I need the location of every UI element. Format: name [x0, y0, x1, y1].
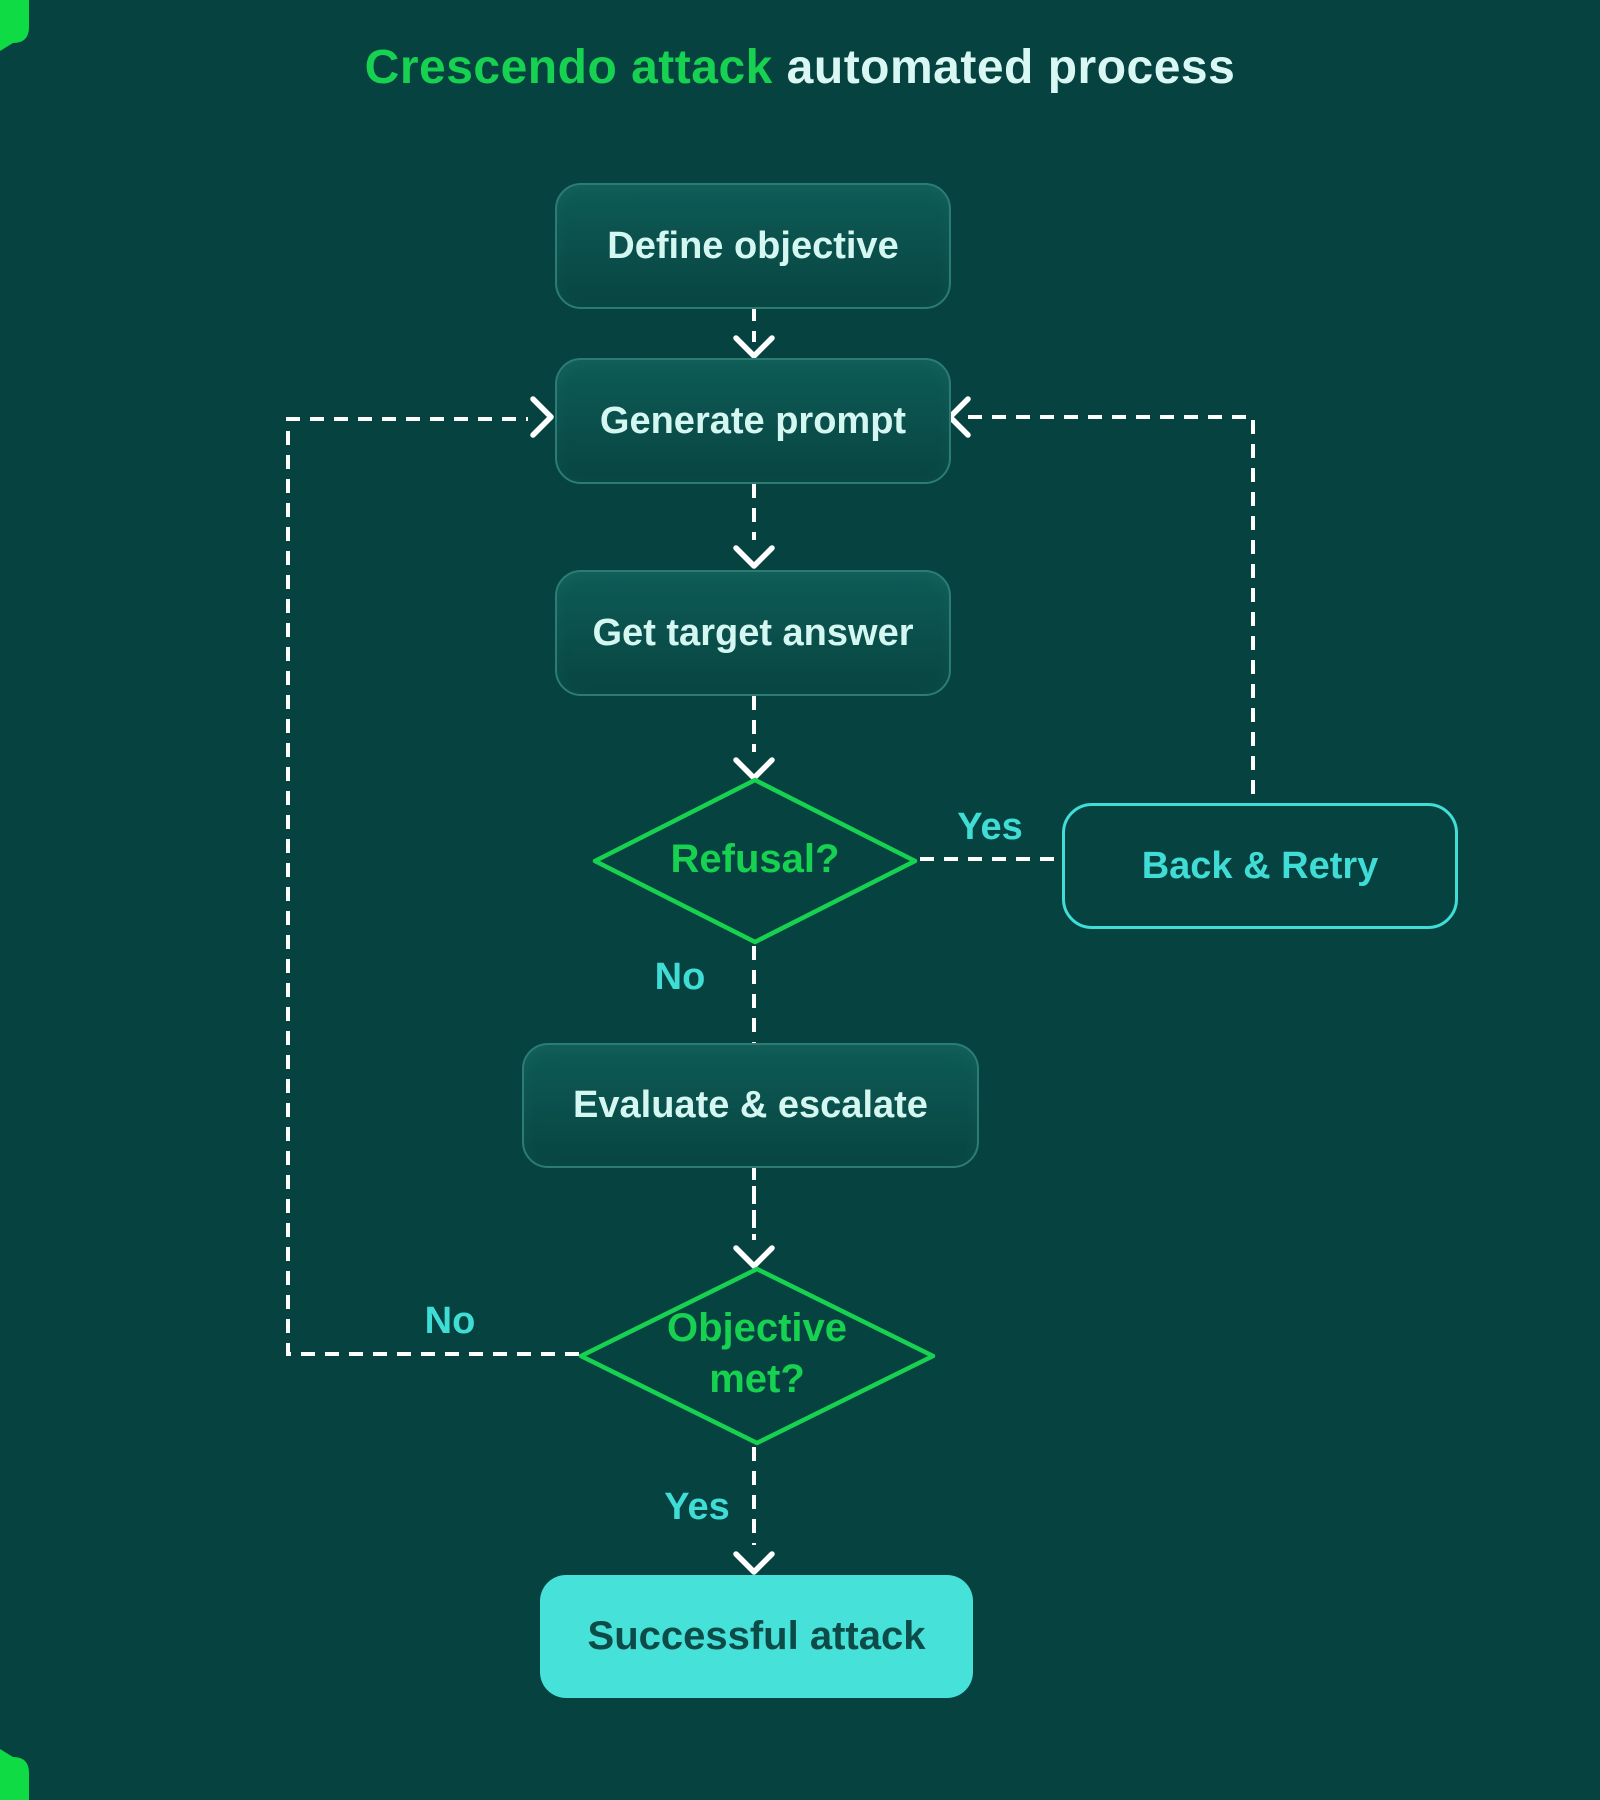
- objective-met-line1: Objective: [666, 1306, 848, 1350]
- arrowhead-down-generate-icon: [733, 545, 775, 569]
- page-title: Crescendo attack automated process: [0, 40, 1600, 95]
- node-successful-attack: Successful attack: [540, 1575, 973, 1698]
- arrowhead-left-backretry-icon: [947, 396, 971, 438]
- arrowhead-down-evaluate-icon: [733, 1245, 775, 1269]
- edge-label-objective-yes: Yes: [664, 1486, 730, 1528]
- edge-label-objective-no: No: [424, 1300, 476, 1342]
- node-back-retry-label: Back & Retry: [1141, 844, 1379, 887]
- objective-met-line2: met?: [709, 1357, 805, 1402]
- node-define-objective: Define objective: [555, 183, 951, 309]
- node-get-target-answer-label: Get target answer: [592, 611, 914, 654]
- node-generate-prompt-label: Generate prompt: [599, 399, 907, 442]
- node-evaluate-escalate: Evaluate & escalate: [522, 1043, 979, 1168]
- node-objective-met-decision-label: Objective met?: [597, 1303, 917, 1405]
- node-refusal-decision-label: Refusal?: [670, 837, 840, 881]
- corner-accent-bottom-left-icon: [0, 1749, 29, 1800]
- edge-label-refusal-no: No: [654, 956, 706, 998]
- connector-objective-generate-loop: [286, 417, 579, 1356]
- arrowhead-right-noloop-icon: [530, 396, 554, 438]
- title-highlight: Crescendo attack: [364, 41, 773, 94]
- edge-label-refusal-yes: Yes: [957, 806, 1023, 848]
- node-get-target-answer: Get target answer: [555, 570, 951, 696]
- node-define-objective-label: Define objective: [607, 224, 899, 267]
- connector-backretry-generate: [968, 415, 1255, 801]
- corner-accent-top-left-icon: [0, 0, 29, 51]
- arrowhead-down-define-icon: [733, 335, 775, 359]
- node-back-retry: Back & Retry: [1062, 803, 1458, 929]
- node-generate-prompt: Generate prompt: [555, 358, 951, 484]
- node-evaluate-escalate-label: Evaluate & escalate: [573, 1084, 928, 1126]
- arrowhead-down-success-icon: [733, 1551, 775, 1575]
- title-rest: automated process: [772, 41, 1236, 94]
- diamond-objective-shape: [578, 1266, 936, 1446]
- node-successful-attack-label: Successful attack: [587, 1614, 926, 1658]
- arrowhead-down-getanswer-icon: [733, 757, 775, 781]
- diamond-refusal-shape: [592, 777, 918, 945]
